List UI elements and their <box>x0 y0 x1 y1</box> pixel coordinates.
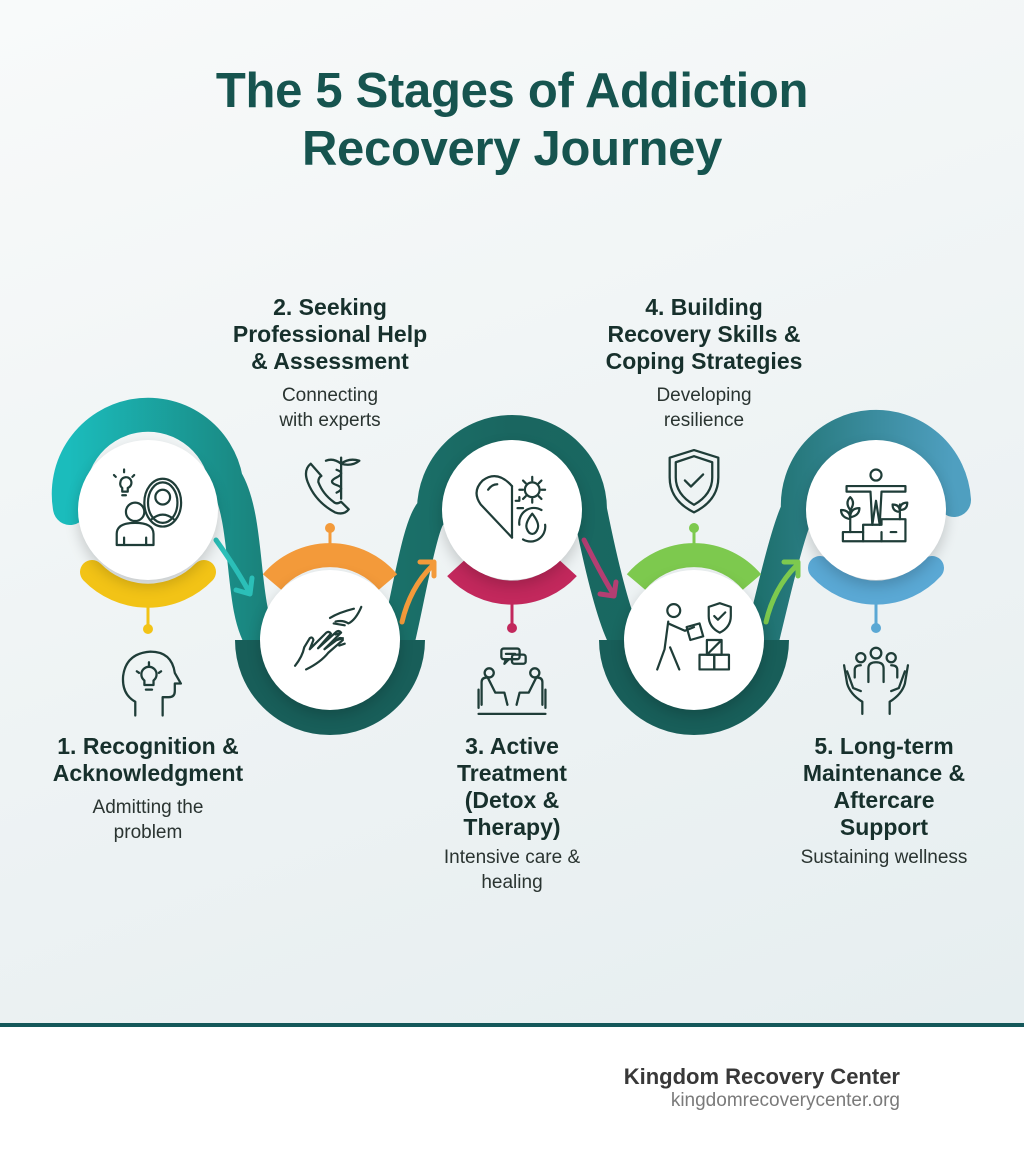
accent-arc-3 <box>447 559 577 605</box>
arrow-2-to-3 <box>399 559 437 625</box>
website-link[interactable]: kingdomrecoverycenter.org <box>670 1090 900 1111</box>
phone-caduceus-icon <box>304 456 361 515</box>
arrow-1-to-2 <box>213 537 255 597</box>
stage-3-node <box>442 440 582 580</box>
person-building-blocks-icon <box>656 602 732 671</box>
stage-1-node <box>78 440 218 580</box>
stage-4-label: 4. Building Recovery Skills & Coping Str… <box>574 294 834 433</box>
stage-4-subtitle: Developing resilience <box>656 385 752 431</box>
heart-gear-drop-icon <box>475 475 547 543</box>
page-title: The 5 Stages of Addiction Recovery Journ… <box>0 62 1024 178</box>
person-growth-steps-icon <box>839 468 909 543</box>
head-lightbulb-icon <box>121 650 183 717</box>
stage-4-node <box>624 570 764 710</box>
stage-2-label: 2. Seeking Professional Help & Assessmen… <box>200 294 460 433</box>
title-line-2: Recovery Journey <box>301 122 723 176</box>
brand-block: Kingdom Recovery Center kingdomrecoveryc… <box>624 1064 900 1112</box>
title-line-1: The 5 Stages of Addiction <box>215 64 809 118</box>
stage-1-title: 1. Recognition & Acknowledgment <box>52 733 244 786</box>
footer-divider <box>0 1023 1024 1027</box>
accent-arc-1 <box>80 560 216 608</box>
helping-hands-icon <box>293 605 363 671</box>
arrow-3-to-4 <box>581 537 619 599</box>
community-hands-icon <box>842 646 910 716</box>
footer <box>0 1027 1024 1154</box>
stage-3-subtitle: Intensive care & healing <box>443 847 581 893</box>
stage-5-label: 5. Long-term Maintenance & Aftercare Sup… <box>764 733 1004 870</box>
ribbon-path <box>51 397 971 725</box>
accent-arc-5 <box>808 556 944 605</box>
stage-3-label: 3. Active Treatment (Detox & Therapy) In… <box>402 733 622 895</box>
stage-5-subtitle: Sustaining wellness <box>800 847 968 868</box>
stage-1-subtitle: Admitting the problem <box>92 797 204 843</box>
person-mirror-lightbulb-icon <box>112 468 183 547</box>
journey-ribbon <box>51 397 971 735</box>
organization-name: Kingdom Recovery Center <box>623 1064 900 1089</box>
stage-5-node <box>806 440 946 580</box>
therapy-session-icon <box>477 647 547 716</box>
stage-4-title: 4. Building Recovery Skills & Coping Str… <box>605 294 803 374</box>
stage-2-subtitle: Connecting with experts <box>279 385 381 431</box>
stage-2-node <box>260 570 400 710</box>
stage-5-title: 5. Long-term Maintenance & Aftercare Sup… <box>802 733 966 840</box>
arrow-4-to-5 <box>763 559 801 625</box>
stage-3-title: 3. Active Treatment (Detox & Therapy) <box>457 733 567 840</box>
stage-1-label: 1. Recognition & Acknowledgment Admittin… <box>20 733 276 845</box>
stage-2-title: 2. Seeking Professional Help & Assessmen… <box>232 294 428 374</box>
shield-check-icon <box>668 448 720 514</box>
